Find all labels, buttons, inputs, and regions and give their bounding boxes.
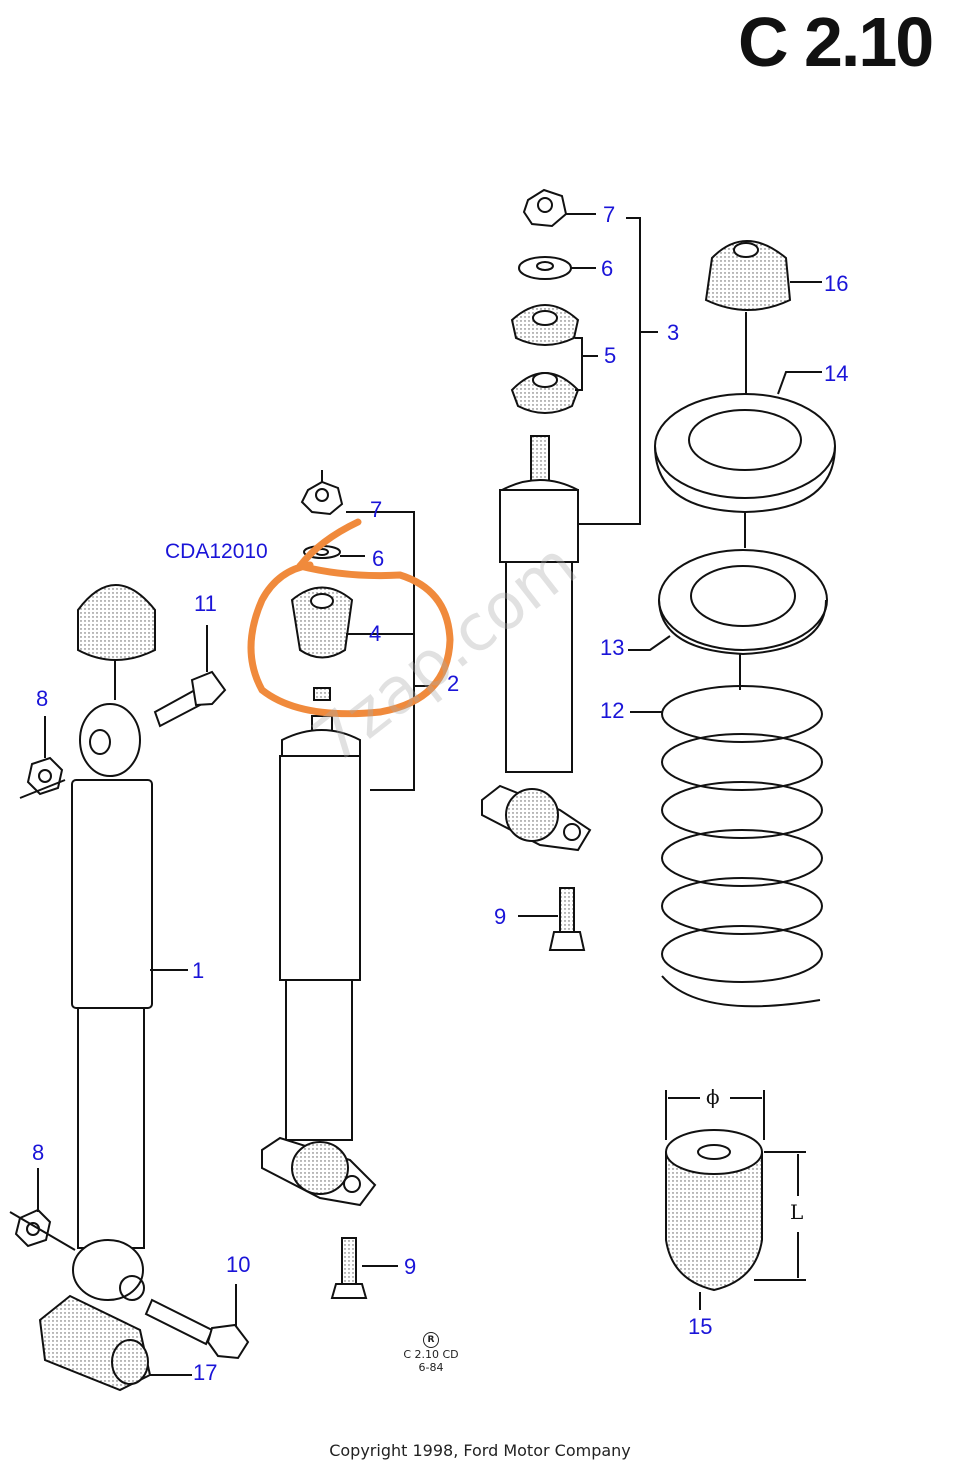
callout-6-middle[interactable]: 6 bbox=[372, 546, 385, 571]
stamp-line-1: C 2.10 CD bbox=[403, 1348, 459, 1361]
nut-8-bottom bbox=[9, 1168, 76, 1251]
spring-seat-14 bbox=[654, 371, 836, 548]
callout-7-middle[interactable]: 7 bbox=[370, 497, 383, 522]
callout-10[interactable]: 10 bbox=[226, 1252, 251, 1277]
callout-4[interactable]: 4 bbox=[369, 621, 382, 646]
bolt-11 bbox=[153, 625, 227, 728]
callout-15[interactable]: 15 bbox=[688, 1314, 713, 1339]
dimension-length: L bbox=[790, 1200, 804, 1224]
callout-11[interactable]: 11 bbox=[194, 591, 217, 616]
bump-stop-15 bbox=[665, 1090, 806, 1310]
callout-17[interactable]: 17 bbox=[193, 1360, 218, 1385]
callout-9-right[interactable]: 9 bbox=[494, 904, 507, 929]
catalog-ref-link[interactable]: CDA12010 bbox=[165, 540, 268, 563]
shock-absorber-3 bbox=[481, 188, 658, 951]
callout-9-middle[interactable]: 9 bbox=[404, 1254, 417, 1279]
bolt-10 bbox=[144, 1284, 250, 1360]
shock-absorber-1 bbox=[38, 584, 188, 1392]
bump-stop-16 bbox=[704, 240, 822, 395]
callout-8-bottom[interactable]: 8 bbox=[32, 1140, 45, 1165]
nut-8-top bbox=[19, 716, 66, 799]
registered-mark: R bbox=[423, 1332, 439, 1348]
callout-16[interactable]: 16 bbox=[824, 271, 849, 296]
copyright-notice: Copyright 1998, Ford Motor Company bbox=[329, 1441, 631, 1460]
dimension-diameter: ϕ bbox=[706, 1085, 720, 1109]
callout-8-top[interactable]: 8 bbox=[36, 686, 49, 711]
spring-seat-13 bbox=[628, 549, 828, 690]
callout-12[interactable]: 12 bbox=[600, 698, 625, 723]
shock-absorber-2 bbox=[261, 470, 430, 1299]
stamp-line-2: 6-84 bbox=[418, 1361, 444, 1374]
diagram-code: C 2.10 bbox=[738, 3, 934, 81]
highlight-circle bbox=[247, 518, 454, 718]
callout-3[interactable]: 3 bbox=[667, 320, 680, 345]
callout-7-top[interactable]: 7 bbox=[603, 202, 616, 227]
callout-5[interactable]: 5 bbox=[604, 343, 617, 368]
drawing-stamp: R C 2.10 CD 6-84 bbox=[396, 1332, 466, 1374]
callout-14[interactable]: 14 bbox=[824, 361, 849, 386]
callout-6-top[interactable]: 6 bbox=[601, 256, 614, 281]
callout-1[interactable]: 1 bbox=[192, 958, 205, 983]
callout-2[interactable]: 2 bbox=[447, 671, 460, 696]
coil-spring-12 bbox=[630, 685, 823, 1008]
callout-13[interactable]: 13 bbox=[600, 635, 625, 660]
